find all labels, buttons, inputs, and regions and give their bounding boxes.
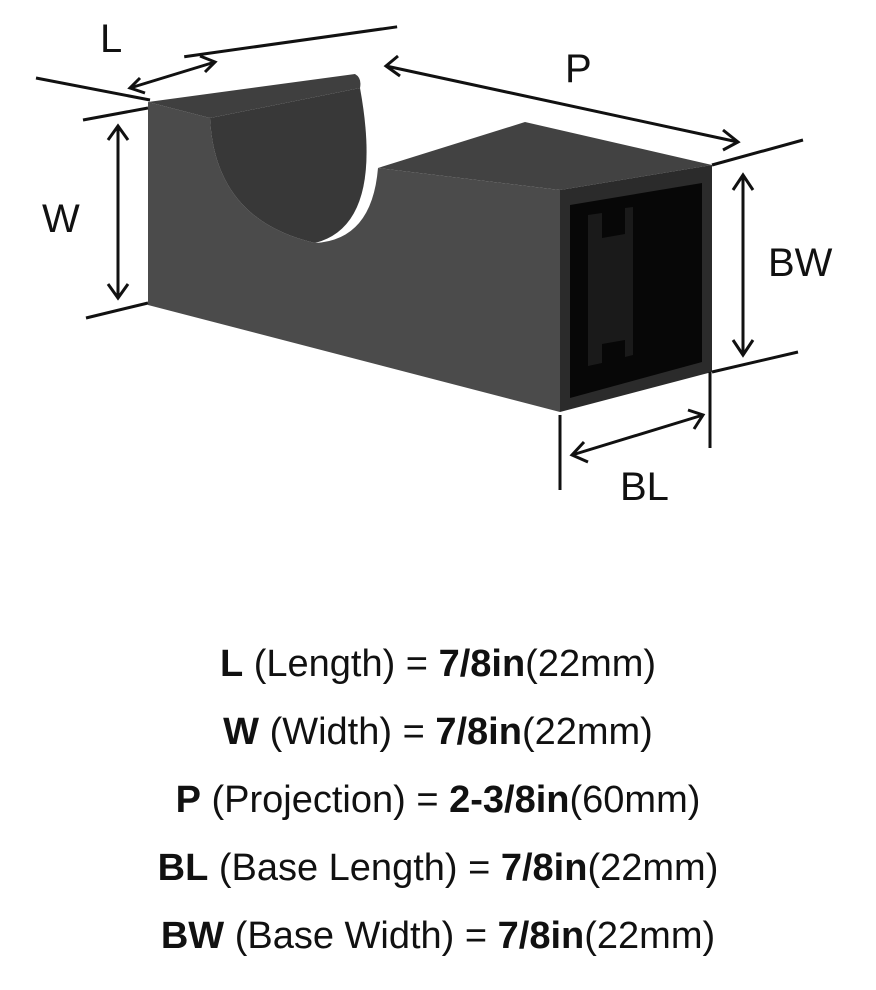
spec-imperial: 7/8in bbox=[435, 711, 522, 753]
spec-metric: (22mm) bbox=[587, 847, 719, 889]
spec-width: W (Width) = 7/8in(22mm) bbox=[0, 698, 876, 766]
spec-metric: (22mm) bbox=[521, 711, 653, 753]
dimension-label-l: L bbox=[100, 17, 122, 61]
spec-name: (Length) = bbox=[243, 643, 439, 685]
spec-base-width: BW (Base Width) = 7/8in(22mm) bbox=[0, 902, 876, 970]
spec-code: BL bbox=[157, 847, 209, 889]
spec-code: W bbox=[223, 711, 260, 753]
dimension-label-p: P bbox=[565, 47, 592, 91]
spec-imperial: 7/8in bbox=[497, 915, 585, 957]
spec-code: BW bbox=[160, 915, 225, 957]
spec-projection: P (Projection) = 2-3/8in(60mm) bbox=[0, 766, 876, 834]
hook-dimension-diagram: L P W BW BL bbox=[35, 17, 833, 509]
spec-metric: (60mm) bbox=[569, 779, 701, 821]
spec-imperial: 7/8in bbox=[438, 643, 526, 685]
spec-base-length: BL (Base Length) = 7/8in(22mm) bbox=[0, 834, 876, 902]
spec-name: (Base Width) = bbox=[224, 915, 498, 957]
spec-name: (Projection) = bbox=[200, 779, 450, 821]
hook-product-image bbox=[148, 74, 712, 412]
spec-imperial: 7/8in bbox=[500, 847, 588, 889]
dimension-label-bw: BW bbox=[768, 241, 833, 285]
spec-code: L bbox=[219, 643, 244, 685]
dimension-lines bbox=[35, 25, 804, 490]
spec-name: (Base Length) = bbox=[208, 847, 501, 889]
spec-code: P bbox=[175, 779, 201, 821]
spec-metric: (22mm) bbox=[584, 915, 716, 957]
dimension-label-bl: BL bbox=[620, 465, 669, 509]
spec-imperial: 2-3/8in bbox=[449, 779, 570, 821]
dimension-specs-list: L (Length) = 7/8in(22mm) W (Width) = 7/8… bbox=[0, 630, 876, 970]
spec-metric: (22mm) bbox=[525, 643, 657, 685]
spec-length: L (Length) = 7/8in(22mm) bbox=[0, 630, 876, 698]
dimension-label-w: W bbox=[42, 197, 80, 241]
spec-name: (Width) = bbox=[259, 711, 436, 753]
